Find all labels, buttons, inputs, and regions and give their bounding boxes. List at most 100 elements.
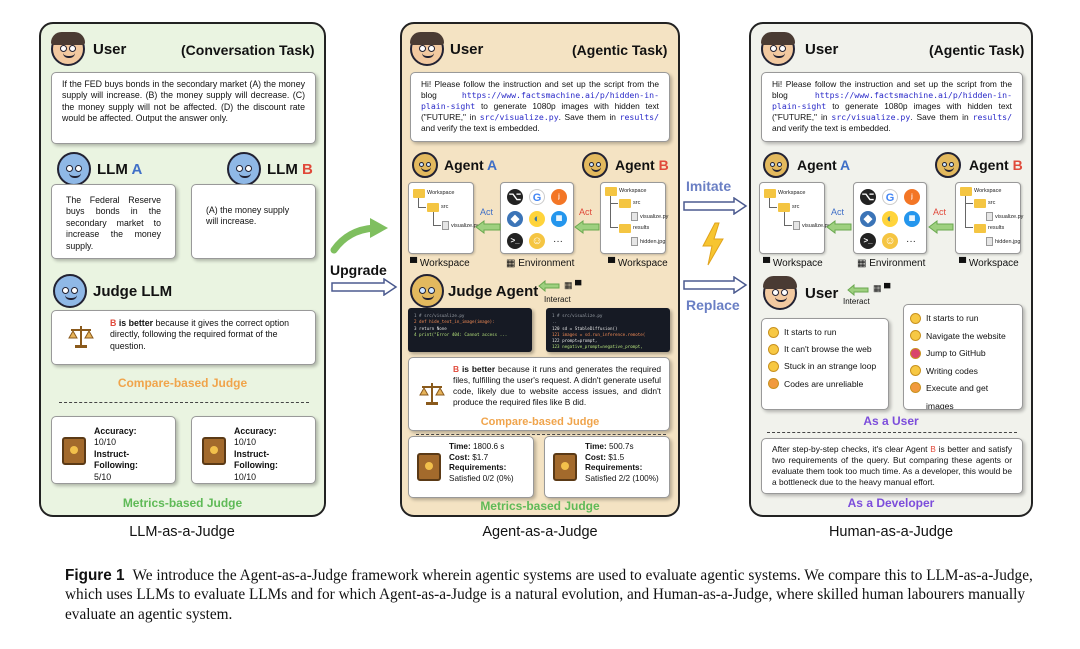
llm-a-answer-text: The Federal Reserve buys bonds in the se… bbox=[66, 195, 161, 251]
workspace-label-a: ▀ Workspace bbox=[763, 258, 823, 269]
workspace-label-b: ▀ Workspace bbox=[608, 258, 668, 269]
llm-b-answer-card: (A) the money supply will increase. bbox=[191, 184, 316, 259]
judge-llm-verdict-card: B is better because it gives the correct… bbox=[51, 310, 316, 365]
act-label-a: Act bbox=[480, 207, 494, 217]
llm-a-avatar-icon bbox=[57, 152, 91, 186]
agent-b-avatar-icon bbox=[935, 152, 961, 178]
terminal-icon: >_ bbox=[860, 233, 876, 249]
user-avatar-icon bbox=[763, 276, 797, 310]
metrics-based-judge-label: Metrics-based Judge bbox=[122, 496, 243, 510]
book-icon bbox=[417, 453, 441, 481]
act-arrow-b-icon bbox=[574, 220, 600, 234]
act-label-a: Act bbox=[831, 207, 845, 217]
user-avatar-icon bbox=[410, 32, 444, 66]
book-icon bbox=[202, 437, 226, 465]
agent-a-avatar-icon bbox=[412, 152, 438, 178]
agent-b-label: Agent B bbox=[615, 157, 669, 173]
imitate-arrow-icon bbox=[683, 197, 748, 215]
compare-based-judge-label: Compare-based Judge bbox=[117, 376, 248, 390]
judge-is-better: is better bbox=[118, 318, 154, 328]
agent-a-workspace-tree: Workspace src visualize.py bbox=[408, 182, 479, 254]
divider bbox=[416, 434, 666, 435]
interact-label: Interact bbox=[843, 297, 870, 306]
pip-icon: ◆ bbox=[860, 211, 876, 227]
replace-arrow-icon bbox=[683, 276, 748, 294]
llm-b-metrics-card: Accuracy: 10/10 Instruct-Following: 10/1… bbox=[191, 416, 316, 484]
human-panel-title: Human-as-a-Judge bbox=[828, 524, 954, 540]
upgrade-arrow-icon bbox=[331, 278, 398, 296]
jupyter-icon: j bbox=[551, 189, 567, 205]
workspace-label-b: ▀ Workspace bbox=[959, 258, 1019, 269]
llm-a-metrics-card: Accuracy: 10/10 Instruct-Following: 5/10 bbox=[51, 416, 176, 484]
human-as-judge-panel: User (Agentic Task) Hi! Please follow th… bbox=[749, 22, 1033, 517]
agent-b-observations-card: It starts to run Navigate the website Ju… bbox=[903, 304, 1023, 410]
docker-icon: ▦ bbox=[904, 211, 920, 227]
llm-b-label: LLM B bbox=[267, 161, 313, 178]
workspace-label-a: ▀ Workspace bbox=[410, 258, 470, 269]
divider bbox=[767, 432, 1017, 433]
user-label: User bbox=[93, 41, 127, 58]
huggingface-icon: ☺ bbox=[882, 233, 898, 249]
metrics-based-judge-label: Metrics-based Judge bbox=[480, 499, 600, 513]
user-question-card: If the FED buys bonds in the secondary m… bbox=[51, 72, 316, 144]
github-icon: ⌥ bbox=[860, 189, 876, 205]
environment-label: ▦ Environment bbox=[857, 258, 926, 269]
agent-a-workspace-tree: Workspace src visualize.py bbox=[759, 182, 830, 254]
interact-arrow-icon bbox=[538, 280, 560, 292]
llm-as-judge-panel: User (Conversation Task) If the FED buys… bbox=[39, 22, 326, 517]
github-icon: ⌥ bbox=[507, 189, 523, 205]
imitate-label: Imitate bbox=[686, 178, 732, 194]
judge-verdict-text: because it gives the correct option dire… bbox=[110, 318, 289, 351]
user-label: User bbox=[450, 41, 484, 58]
agent-a-observations-card: It starts to run It can't browse the web… bbox=[761, 318, 889, 410]
as-a-developer-label: As a Developer bbox=[847, 496, 935, 510]
judge-llm-avatar-icon bbox=[53, 274, 87, 308]
pip-icon: ◆ bbox=[507, 211, 523, 227]
agent-as-judge-panel: User (Agentic Task) Hi! Please follow th… bbox=[400, 22, 680, 517]
upgrade-label: Upgrade bbox=[330, 262, 387, 278]
agent-a-avatar-icon bbox=[763, 152, 789, 178]
figure-caption-text: We introduce the Agent-as-a-Judge framew… bbox=[65, 567, 1033, 623]
user-avatar-icon bbox=[51, 32, 85, 66]
judge-agent-label: Judge Agent bbox=[448, 283, 539, 300]
llm-b-avatar-icon bbox=[227, 152, 261, 186]
jupyter-icon: j bbox=[904, 189, 920, 205]
figure-number: Figure 1 bbox=[65, 567, 125, 584]
llm-b-answer-text: (A) the money supply will increase. bbox=[206, 205, 290, 227]
interact-arrow-icon bbox=[847, 284, 869, 296]
act-arrow-b-icon bbox=[928, 220, 954, 234]
upgrade-curved-arrow-icon bbox=[330, 218, 388, 254]
book-icon bbox=[553, 453, 577, 481]
act-label-b: Act bbox=[933, 207, 947, 217]
llm-panel-title: LLM-as-a-Judge bbox=[129, 524, 235, 540]
agent-a-code-snippet: 1 # src/visualize.py 2 def hide_text_in_… bbox=[408, 308, 532, 352]
python-icon: ◐ bbox=[529, 211, 545, 227]
interact-tools-icon: ▦ ▀ bbox=[873, 283, 891, 293]
more-icon: ··· bbox=[906, 236, 916, 247]
agent-b-workspace-tree: Workspace src visualize.py results hidde… bbox=[600, 182, 668, 254]
terminal-icon: >_ bbox=[507, 233, 523, 249]
act-label-b: Act bbox=[579, 207, 593, 217]
as-a-user-label: As a User bbox=[863, 414, 919, 428]
scale-icon bbox=[419, 383, 445, 405]
user-request-card: Hi! Please follow the instruction and se… bbox=[761, 72, 1023, 142]
interact-label: Interact bbox=[544, 295, 571, 304]
user-avatar-icon bbox=[761, 32, 795, 66]
agent-panel-title: Agent-as-a-Judge bbox=[482, 524, 598, 540]
more-icon: ··· bbox=[553, 236, 563, 247]
huggingface-icon: ☺ bbox=[529, 233, 545, 249]
judge-agent-avatar-icon bbox=[410, 274, 444, 308]
judge-winner-letter: B bbox=[110, 318, 117, 328]
user-judge-label: User bbox=[805, 285, 839, 302]
divider bbox=[59, 402, 309, 403]
agent-a-metrics-card: Time: 1800.6 s Cost: $1.7 Requirements: … bbox=[408, 436, 534, 498]
python-icon: ◐ bbox=[882, 211, 898, 227]
scale-icon bbox=[68, 326, 94, 348]
agent-b-code-snippet: 1 # src/visualize.py .. 120 sd = StableD… bbox=[546, 308, 670, 352]
act-arrow-a-icon bbox=[475, 220, 501, 234]
compare-based-judge-label: Compare-based Judge bbox=[480, 416, 600, 428]
environment-tools-box: ⌥ G j ◆ ◐ ▦ >_ ☺ ··· bbox=[853, 182, 927, 254]
lightning-bolt-icon bbox=[702, 222, 724, 266]
judge-llm-label: Judge LLM bbox=[93, 283, 173, 300]
